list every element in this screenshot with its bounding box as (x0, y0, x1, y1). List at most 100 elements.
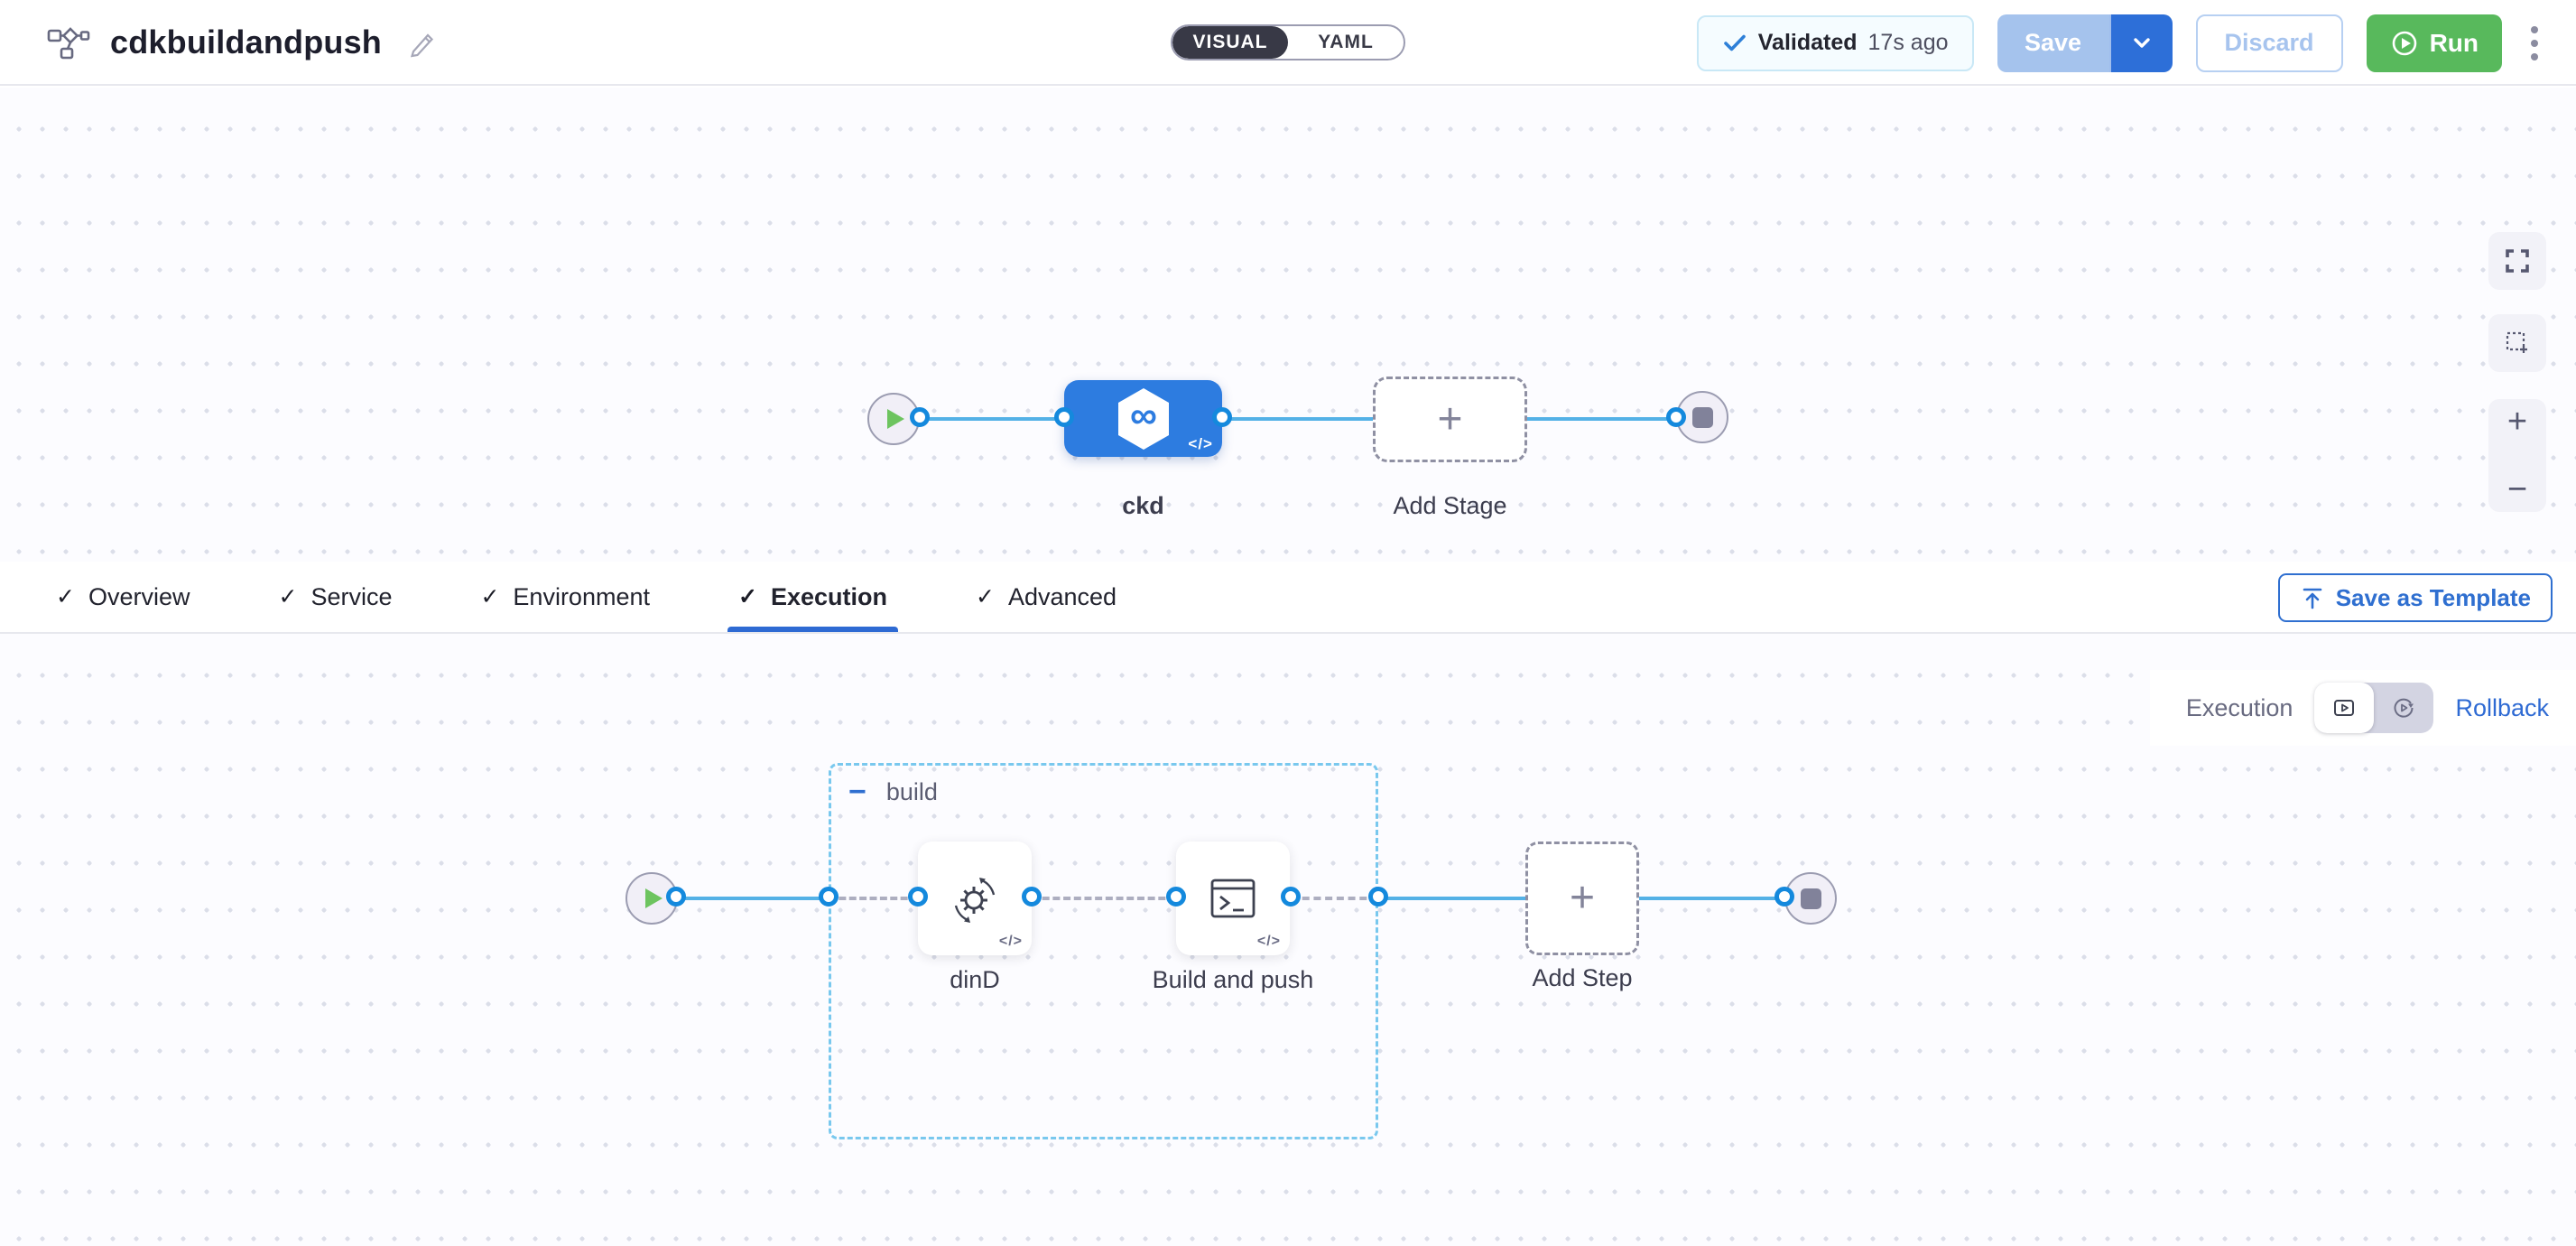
check-icon (1723, 34, 1746, 51)
header: cdkbuildandpush VISUAL YAML Validated 17… (0, 0, 2576, 86)
stage-name-label: ckd (1122, 492, 1164, 519)
run-play-icon (2392, 31, 2416, 55)
chevron-down-icon (2133, 37, 2150, 48)
run-button[interactable]: Run (2366, 14, 2502, 72)
validation-badge[interactable]: Validated 17s ago (1696, 14, 1974, 71)
run-label: Run (2429, 28, 2479, 57)
stage-connector-line (920, 417, 1676, 421)
zoom-out-button[interactable]: − (2507, 470, 2528, 508)
step-group-build[interactable] (829, 763, 1378, 1139)
save-as-template-button[interactable]: Save as Template (2277, 573, 2553, 622)
group-out-port[interactable] (1368, 887, 1388, 907)
end-in-port[interactable] (1774, 887, 1794, 907)
tab-check-icon: ✓ (480, 584, 500, 609)
plus-icon: + (1437, 395, 1463, 443)
stage-canvas: ∞ </> + ckd Add Stage (0, 88, 2576, 562)
save-options-button[interactable] (2108, 14, 2173, 72)
tab-check-icon: ✓ (738, 584, 757, 609)
save-as-template-label: Save as Template (2335, 583, 2531, 611)
connector-dashed-line (1032, 897, 1176, 900)
save-button[interactable]: Save (1997, 14, 2109, 72)
visual-yaml-toggle: VISUAL YAML (1171, 23, 1405, 60)
pipeline-icon (47, 26, 90, 59)
rollback-view-button[interactable] (2374, 683, 2433, 733)
add-step-label: Add Step (1532, 964, 1633, 991)
connector-dashed-line (829, 897, 918, 900)
stage-config-tabs: ✓ Overview ✓ Service ✓ Environment ✓ Exe… (0, 562, 2576, 634)
visual-mode-button[interactable]: VISUAL (1172, 25, 1288, 59)
step-name-label: Build and push (1152, 966, 1314, 993)
step-node-build-and-push[interactable]: </> (1176, 842, 1290, 955)
tab-check-icon: ✓ (278, 584, 298, 609)
multi-select-button[interactable] (2488, 314, 2546, 372)
plus-icon: + (1569, 874, 1596, 922)
step-out-port[interactable] (1022, 887, 1042, 907)
step-in-port[interactable] (1166, 887, 1186, 907)
collapse-group-button[interactable]: − (848, 775, 866, 809)
selection-box-icon (2506, 331, 2527, 353)
start-out-port[interactable] (666, 887, 686, 907)
end-in-port[interactable] (1666, 407, 1686, 427)
code-view-icon[interactable]: </> (1256, 934, 1281, 949)
discard-button[interactable]: Discard (2195, 14, 2343, 72)
tab-overview[interactable]: ✓ Overview (52, 562, 193, 632)
step-out-port[interactable] (1281, 887, 1301, 907)
tab-label: Overview (88, 582, 190, 610)
pipeline-end-node[interactable] (1676, 391, 1728, 443)
connector-line (676, 897, 829, 900)
stage-in-port[interactable] (1054, 407, 1074, 427)
code-view-icon[interactable]: </> (1188, 435, 1213, 452)
header-actions: Validated 17s ago Save Discard Run (1696, 0, 2544, 86)
tab-label: Execution (770, 582, 887, 610)
validation-status: Validated (1757, 30, 1858, 55)
end-stop-icon (1800, 888, 1821, 909)
code-view-icon[interactable]: </> (998, 934, 1023, 949)
step-group-name: build (885, 777, 938, 805)
execution-mode-label: Execution (2185, 693, 2293, 721)
background-step-icon (954, 878, 996, 923)
add-stage-label: Add Stage (1393, 492, 1507, 519)
validation-time: 17s ago (1867, 30, 1949, 55)
fullscreen-icon (2506, 249, 2529, 273)
execution-canvas: Execution Rollback (0, 634, 2576, 1246)
zoom-controls: + − (2488, 399, 2546, 512)
step-name-label: dinD (950, 966, 1000, 993)
fullscreen-button[interactable] (2488, 232, 2546, 290)
start-out-port[interactable] (910, 407, 930, 427)
end-stop-icon (1691, 406, 1713, 428)
rollback-view-icon (2394, 698, 2414, 718)
group-in-port[interactable] (819, 887, 839, 907)
tab-environment[interactable]: ✓ Environment (477, 562, 653, 632)
start-play-icon (887, 409, 904, 429)
zoom-in-button[interactable]: + (2507, 403, 2528, 441)
rollback-link[interactable]: Rollback (2455, 693, 2549, 721)
more-options-button[interactable] (2525, 19, 2544, 68)
stage-out-port[interactable] (1212, 407, 1232, 427)
tab-advanced[interactable]: ✓ Advanced (972, 562, 1120, 632)
ci-stage-icon: ∞ (1117, 387, 1169, 450)
add-stage-button[interactable]: + (1373, 377, 1527, 462)
connector-dashed-line (1291, 897, 1378, 900)
add-step-button[interactable]: + (1525, 842, 1639, 955)
tab-check-icon: ✓ (975, 584, 995, 609)
page-title: cdkbuildandpush (110, 23, 383, 60)
terminal-step-icon (1210, 879, 1256, 918)
start-play-icon (645, 888, 663, 908)
stage-node-ckd[interactable]: ∞ </> (1064, 380, 1222, 457)
tab-check-icon: ✓ (56, 584, 75, 609)
tab-execution[interactable]: ✓ Execution (727, 562, 898, 632)
tab-service[interactable]: ✓ Service (274, 562, 395, 632)
execution-view-button[interactable] (2314, 683, 2375, 733)
execution-view-icon (2334, 700, 2355, 716)
tab-label: Environment (513, 582, 650, 610)
step-group-header: − build (848, 776, 938, 807)
step-in-port[interactable] (908, 887, 928, 907)
save-split-button: Save (1997, 14, 2173, 72)
tab-label: Advanced (1007, 582, 1117, 610)
yaml-mode-button[interactable]: YAML (1288, 26, 1404, 59)
edit-title-icon[interactable] (407, 27, 438, 58)
step-node-dind[interactable]: </> (918, 842, 1032, 955)
execution-mode-bar: Execution Rollback (2149, 670, 2576, 746)
header-left: cdkbuildandpush (0, 23, 438, 61)
